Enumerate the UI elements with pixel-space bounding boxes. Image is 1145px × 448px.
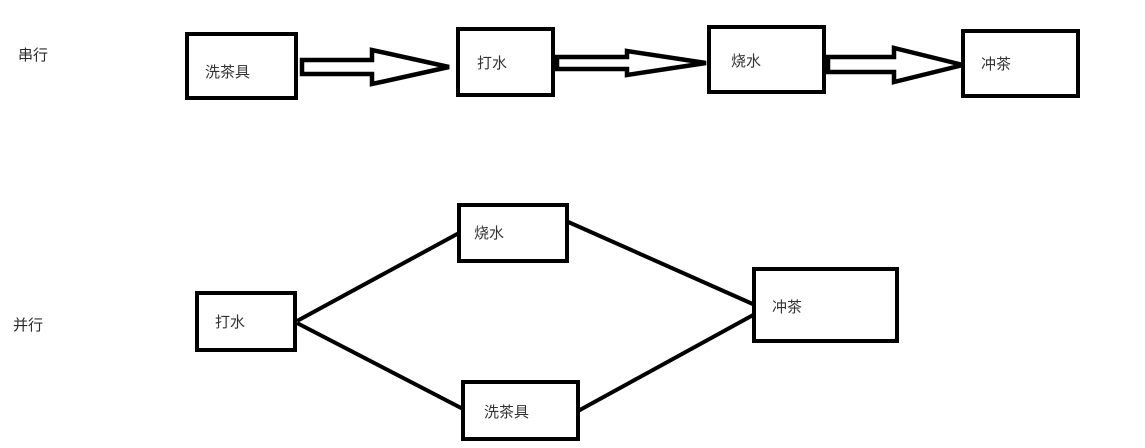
serial-box-brew-tea: [961, 29, 1080, 98]
serial-row-label: 串行: [18, 47, 48, 64]
block-arrow-icon: [825, 45, 964, 85]
parallel-box-brew-tea-label: 冲茶: [772, 299, 802, 316]
serial-box-brew-tea-label: 冲茶: [981, 56, 1011, 73]
parallel-box-boil-water-label: 烧水: [474, 225, 504, 242]
serial-box-fetch-water: [456, 27, 555, 97]
serial-box-boil-water: [707, 25, 826, 94]
serial-box-boil-water-label: 烧水: [731, 53, 761, 70]
connector-start-to-boil: [296, 231, 460, 323]
parallel-box-wash-teaset: [461, 380, 580, 441]
connector-start-to-wash: [296, 321, 466, 412]
serial-box-wash-teaset: [185, 32, 298, 100]
block-arrow-icon: [299, 47, 450, 87]
connector-boil-to-end: [565, 219, 756, 307]
parallel-row-label: 并行: [13, 317, 43, 334]
parallel-box-fetch-water: [195, 291, 297, 352]
connector-wash-to-end: [577, 312, 756, 413]
parallel-box-brew-tea: [752, 267, 899, 343]
serial-box-fetch-water-label: 打水: [477, 55, 507, 72]
parallel-box-fetch-water-label: 打水: [215, 314, 245, 331]
parallel-box-boil-water: [457, 203, 569, 263]
serial-box-wash-teaset-label: 洗茶具: [205, 64, 250, 81]
block-arrow-icon: [554, 48, 707, 78]
parallel-box-wash-teaset-label: 洗茶具: [484, 404, 529, 421]
